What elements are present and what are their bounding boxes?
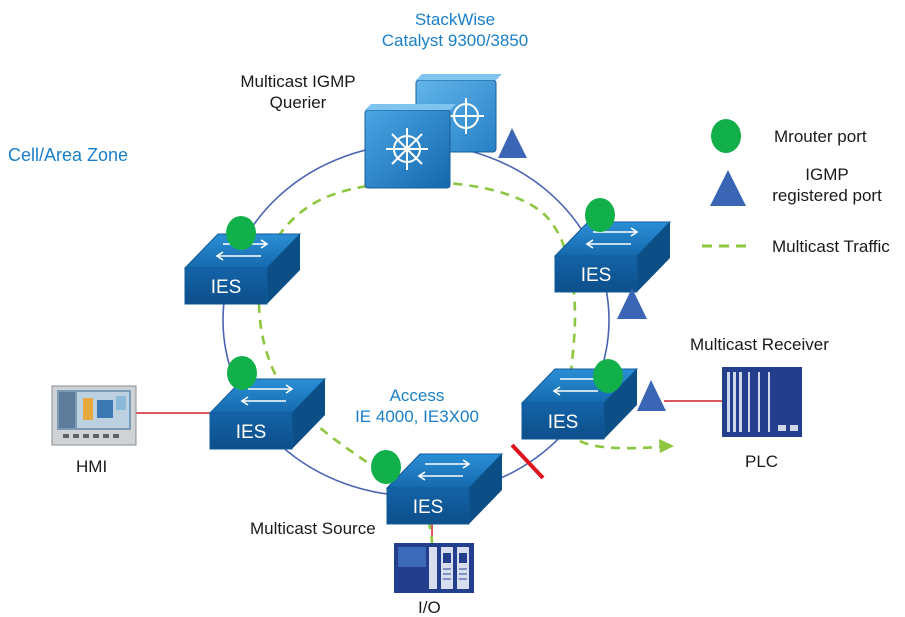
access-label-line2: IE 4000, IE3X00 <box>355 407 479 426</box>
mrouter-port-bottom <box>371 450 401 484</box>
legend-mrouter-label: Mrouter port <box>774 127 867 146</box>
mrouter-port-top-right <box>585 198 615 232</box>
igmp-port-stackwise <box>498 128 527 158</box>
blocked-port-marker <box>510 443 545 480</box>
access-label: Access IE 4000, IE3X00 <box>342 385 492 427</box>
stackwise-label-line2: Catalyst 9300/3850 <box>381 31 529 50</box>
hmi-device <box>51 385 137 446</box>
receiver-label: Multicast Receiver <box>690 335 829 354</box>
ies-switch-mid-right: IES <box>520 368 639 440</box>
ies-switch-label: IES <box>548 412 579 433</box>
ies-switch-label: IES <box>236 422 267 443</box>
ies-switch-bottom: IES <box>385 453 504 525</box>
ies-switch-top-left: IES <box>183 233 302 305</box>
mrouter-port-top-left <box>226 216 256 250</box>
querier-label: Multicast IGMP Querier <box>228 71 368 113</box>
ies-switch-mid-left: IES <box>208 378 327 450</box>
stackwise-label-line1: StackWise <box>414 10 496 29</box>
traffic-arrow-head <box>659 439 674 453</box>
zone-label: Cell/Area Zone <box>8 145 129 165</box>
querier-label-line1: Multicast IGMP <box>240 72 356 91</box>
legend-igmp-icon <box>710 170 746 206</box>
access-label-line1: Access <box>389 386 445 405</box>
stackwise-switch-front <box>364 104 456 189</box>
igmp-port-ring <box>617 288 647 319</box>
ies-switch-label: IES <box>581 265 612 286</box>
legend-traffic-label: Multicast Traffic <box>772 237 890 256</box>
mrouter-port-mid-right <box>593 359 623 393</box>
legend-igmp-label: IGMP registered port <box>752 164 902 206</box>
io-device <box>394 543 474 593</box>
querier-label-line2: Querier <box>269 93 327 112</box>
mrouter-port-mid-left <box>227 356 257 390</box>
legend-mrouter-icon <box>711 119 741 153</box>
ies-switch-label: IES <box>413 497 444 518</box>
ies-switch-top-right: IES <box>553 221 672 293</box>
igmp-port-receiver <box>637 380 666 411</box>
plc-label: PLC <box>745 452 779 471</box>
stackwise-label: StackWise Catalyst 9300/3850 <box>360 9 550 51</box>
legend-igmp-line2: registered port <box>772 186 882 205</box>
io-label: I/O <box>418 598 441 617</box>
source-label: Multicast Source <box>250 519 376 538</box>
legend-igmp-line1: IGMP <box>805 165 849 184</box>
plc-device <box>722 367 802 437</box>
ies-switch-label: IES <box>211 277 242 298</box>
hmi-label: HMI <box>76 457 108 476</box>
